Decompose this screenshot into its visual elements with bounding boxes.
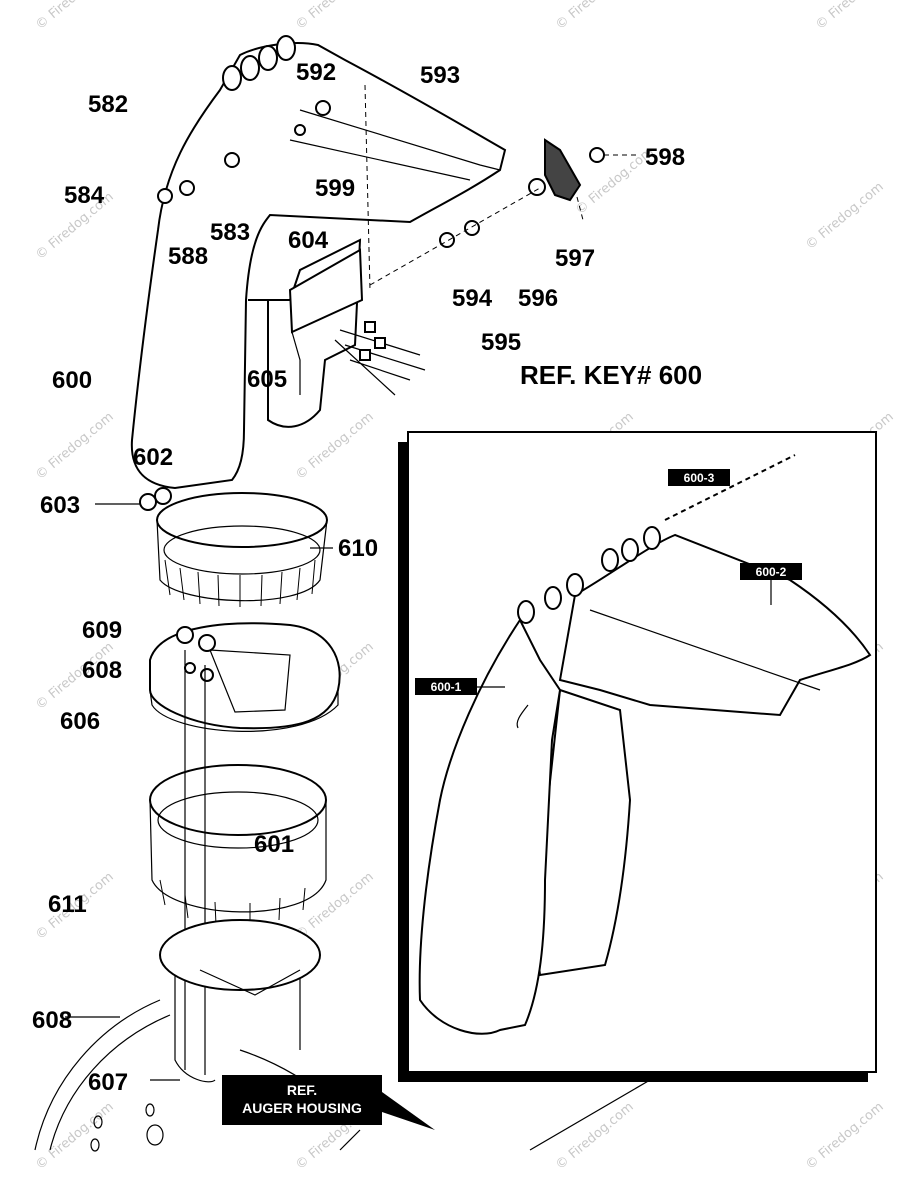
watermark: © Firedog.com	[293, 869, 377, 943]
callout-595: 595	[481, 329, 521, 356]
callout-604: 604	[288, 227, 329, 254]
inset-hinge-upper	[517, 526, 661, 624]
callout-594: 594	[452, 285, 493, 312]
callout-611: 611	[48, 891, 87, 918]
watermark: © Firedog.com	[803, 1099, 887, 1173]
callout-584: 584	[64, 182, 105, 209]
bolt-cluster	[334, 321, 426, 396]
chute-assembly-drawing	[34, 35, 651, 1152]
chute-handle-597	[544, 138, 582, 202]
callout-600: 600	[52, 367, 92, 394]
callout-588: 588	[168, 243, 208, 270]
ring-610	[156, 492, 333, 607]
watermark: © Firedog.com	[553, 1099, 637, 1173]
callout-596: 596	[518, 285, 558, 312]
ref-key-label: REF. KEY# 600	[520, 360, 702, 390]
hinge-knuckles	[222, 35, 296, 91]
callout-603: 603	[40, 492, 80, 519]
callout-609: 609	[82, 617, 122, 644]
callout-592: 592	[296, 59, 336, 86]
callout-602: 602	[133, 444, 173, 471]
inset-detail-box: 600-3 600-2 600-1	[398, 431, 877, 1082]
upper-chute-600	[130, 42, 507, 490]
plate-606	[149, 622, 341, 732]
watermark: © Firedog.com	[33, 0, 117, 33]
chute-600-1	[418, 618, 562, 1035]
callout-583: 583	[210, 219, 250, 246]
ref-line-1: REF.	[287, 1082, 317, 1098]
callout-608: 608	[82, 657, 122, 684]
watermark: © Firedog.com	[33, 409, 117, 483]
tag-600-2-label: 600-2	[756, 565, 787, 579]
callout-593: 593	[420, 62, 460, 89]
callout-608: 608	[32, 1007, 72, 1034]
ref-line-2: AUGER HOUSING	[242, 1100, 362, 1116]
lower-cylinder-611	[159, 919, 321, 1083]
callout-601: 601	[254, 831, 294, 858]
callout-599: 599	[315, 175, 355, 202]
tag-600-1: 600-1	[415, 678, 505, 695]
tag-600-2: 600-2	[740, 563, 802, 605]
callout-606: 606	[60, 708, 100, 735]
watermark: © Firedog.com	[33, 1099, 117, 1173]
ref-auger-housing-badge: REF. AUGER HOUSING	[222, 1075, 435, 1130]
watermark: © Firedog.com	[553, 0, 637, 33]
callout-597: 597	[555, 245, 595, 272]
callout-607: 607	[88, 1069, 128, 1096]
watermark: © Firedog.com	[803, 179, 887, 253]
tag-600-3-label: 600-3	[684, 471, 715, 485]
callout-582: 582	[88, 91, 128, 118]
callout-598: 598	[645, 144, 685, 171]
callout-610: 610	[338, 535, 378, 562]
watermark: © Firedog.com	[813, 0, 897, 33]
pin-600-3	[664, 454, 796, 521]
callout-605: 605	[247, 366, 287, 393]
collar-601	[149, 764, 327, 926]
tag-600-1-label: 600-1	[431, 680, 462, 694]
tag-600-3: 600-3	[668, 469, 730, 486]
callout-labels: 582 592 593 598 584 599 583 604 588 597 …	[32, 59, 702, 1096]
watermark: © Firedog.com	[293, 0, 377, 33]
